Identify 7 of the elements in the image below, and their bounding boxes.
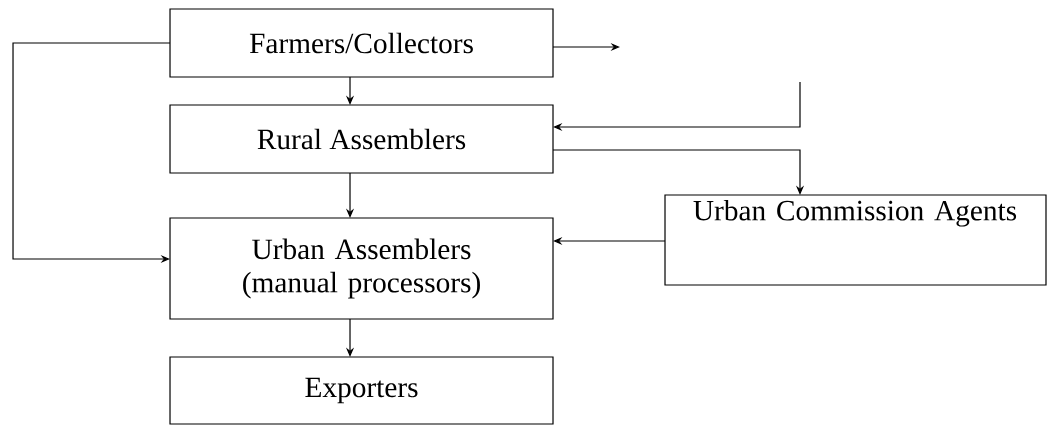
process-box: Farmers/Collectors (169, 8, 554, 78)
process-box: Rural Assemblers (169, 104, 554, 174)
arrow (553, 81, 801, 132)
arrow (552, 149, 805, 195)
process-box: Urban Assemblers (manual processors) (169, 217, 554, 320)
process-box: Exporters (169, 356, 554, 425)
process-box: Urban Commission Agents (664, 194, 1047, 286)
